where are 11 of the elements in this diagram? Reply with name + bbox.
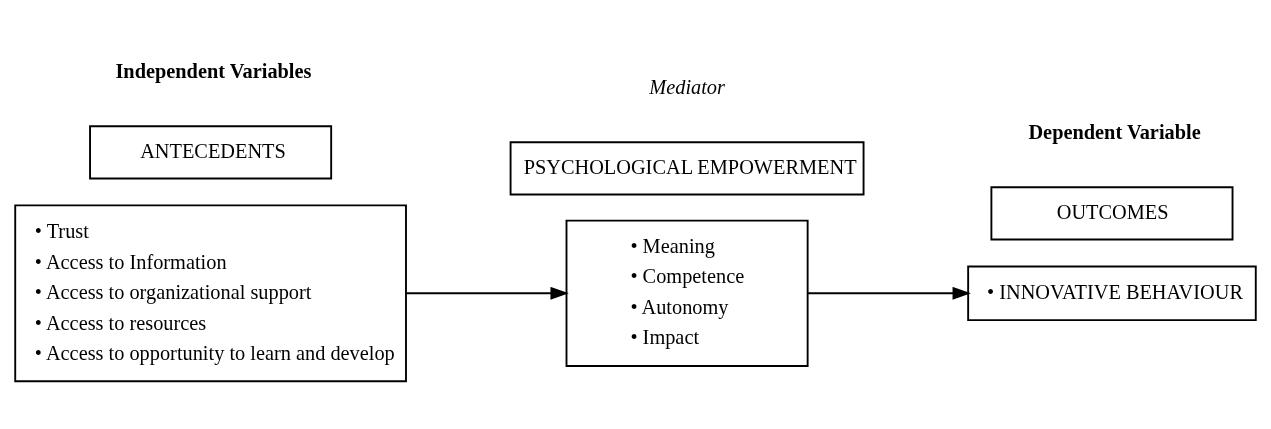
node-box: • INNOVATIVE BEHAVIOUR <box>967 265 1257 322</box>
label: Mediator <box>649 75 725 98</box>
node-box: • Trust • Access to Information • Access to organizational support • Access to resources • Access to opportunity to learn and develop <box>14 204 407 383</box>
label: Dependent Variable <box>1028 120 1201 143</box>
node-box: OUTCOMES <box>990 186 1234 241</box>
arrow <box>405 286 569 300</box>
arrow <box>806 286 971 300</box>
node-box: • Meaning • Competence • Autonomy • Impact <box>565 219 809 367</box>
label: Independent Variables <box>115 59 312 82</box>
node-box: PSYCHOLOGICAL EMPOWERMENT <box>509 141 865 196</box>
node-box: ANTECEDENTS <box>89 125 333 180</box>
